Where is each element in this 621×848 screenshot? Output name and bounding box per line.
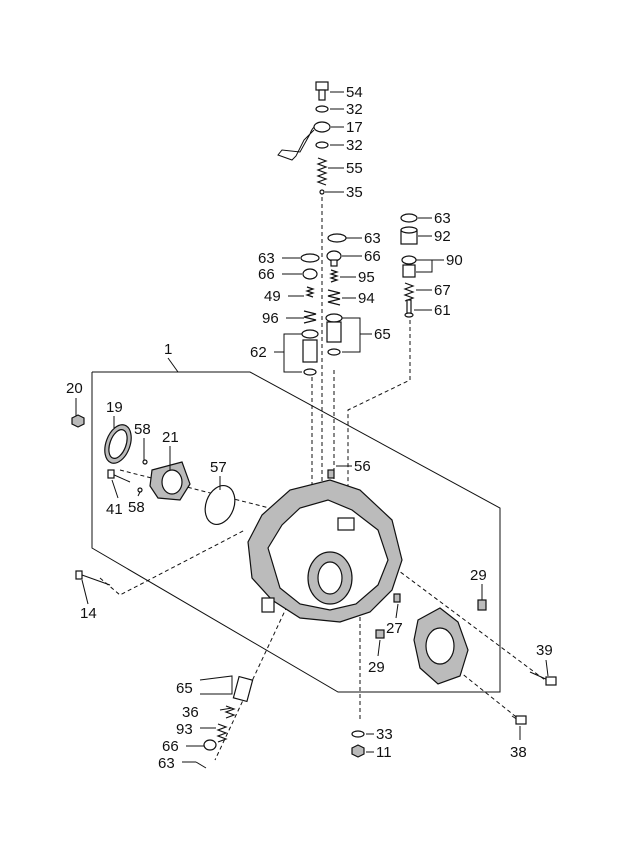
label-32-upper: 32: [346, 101, 363, 118]
label-54: 54: [346, 84, 363, 101]
right-cover-parts: [375, 593, 557, 725]
part-number-labels: 54 32 17 32 55 35 63 92 90 67 61 63 63 6…: [66, 84, 553, 772]
label-90: 90: [446, 252, 463, 269]
label-67: 67: [434, 282, 451, 299]
label-29-right: 29: [470, 567, 487, 584]
label-94: 94: [358, 290, 375, 307]
label-96: 96: [262, 310, 279, 327]
label-93: 93: [176, 721, 193, 738]
label-19: 19: [106, 399, 123, 416]
label-1: 1: [164, 341, 172, 358]
left-side-parts: [71, 414, 236, 586]
label-55: 55: [346, 160, 363, 177]
leader-lines: [75, 91, 549, 763]
transaxle-case: [247, 469, 403, 623]
label-36: 36: [182, 704, 199, 721]
label-33: 33: [376, 726, 393, 743]
center-stack-parts: [300, 233, 347, 376]
label-17: 17: [346, 119, 363, 136]
label-32-lower: 32: [346, 137, 363, 154]
label-66-center: 66: [364, 248, 381, 265]
label-65-upper: 65: [374, 326, 391, 343]
label-63-lower: 63: [158, 755, 175, 772]
label-20: 20: [66, 380, 83, 397]
label-14: 14: [80, 605, 97, 622]
label-62: 62: [250, 344, 267, 361]
bottom-stack-parts: [195, 675, 365, 769]
label-11: 11: [376, 744, 392, 761]
label-27: 27: [386, 620, 403, 637]
label-58-upper: 58: [134, 421, 151, 438]
label-63-left: 63: [258, 250, 275, 267]
label-61: 61: [434, 302, 451, 319]
label-63-center: 63: [364, 230, 381, 247]
right-stack-parts: [400, 213, 418, 318]
label-49: 49: [264, 288, 281, 305]
label-41: 41: [106, 501, 123, 518]
label-57: 57: [210, 459, 227, 476]
label-35: 35: [346, 184, 363, 201]
assembly-frame: [91, 371, 501, 693]
label-66-left: 66: [258, 266, 275, 283]
label-92: 92: [434, 228, 451, 245]
label-56: 56: [354, 458, 371, 475]
label-29-lower: 29: [368, 659, 385, 676]
top-stack-parts: [277, 81, 331, 195]
label-65-lower: 65: [176, 680, 193, 697]
label-58-lower: 58: [128, 499, 145, 516]
label-66-lower: 66: [162, 738, 179, 755]
label-38: 38: [510, 744, 527, 761]
label-21: 21: [162, 429, 179, 446]
dashed-axis-lines: [99, 190, 546, 761]
label-39: 39: [536, 642, 553, 659]
label-95: 95: [358, 269, 375, 286]
label-63-right: 63: [434, 210, 451, 227]
